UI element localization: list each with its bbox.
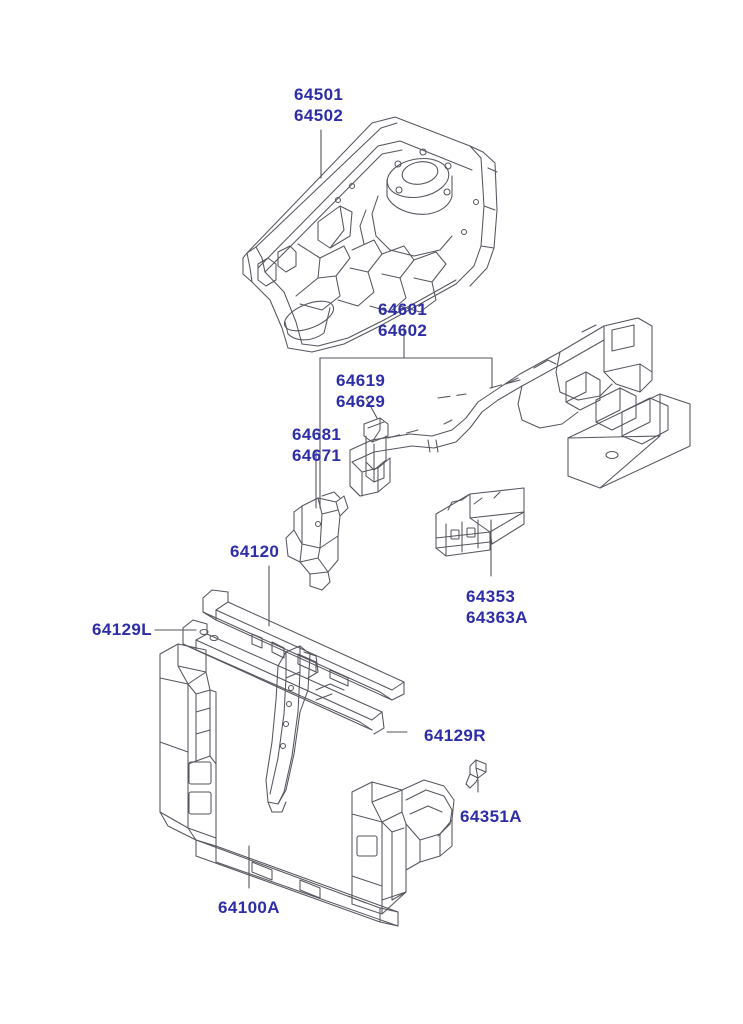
part-number-64601: 64601: [378, 300, 428, 319]
front-side-member-art: [349, 317, 691, 497]
leader-lines: [154, 129, 493, 889]
side-member-mounting-bracket-art: [285, 491, 349, 591]
part-number-64129L: 64129L: [92, 620, 153, 639]
radiator-support-upper-member-art: [182, 589, 405, 813]
part-label-64129R: 64129R: [424, 725, 486, 746]
part-number-64363A: 64363A: [466, 608, 528, 627]
part-number-64353: 64353: [466, 587, 516, 606]
part-label-64681-64671: 64681 64671: [292, 424, 341, 466]
part-label-64129L: 64129L: [92, 619, 152, 640]
fender-apron-panel-art: [242, 116, 498, 353]
part-label-64100A: 64100A: [218, 897, 280, 918]
part-number-64681: 64681: [292, 425, 342, 444]
side-member-clip-art: [363, 417, 389, 483]
part-number-64619: 64619: [336, 371, 386, 390]
part-number-64629: 64629: [336, 392, 386, 411]
part-number-64351A: 64351A: [460, 807, 522, 826]
part-number-64120: 64120: [230, 542, 280, 561]
part-number-64100A: 64100A: [218, 898, 280, 917]
part-label-64353-64363A: 64353 64363A: [466, 586, 528, 628]
part-label-64619-64629: 64619 64629: [336, 370, 385, 412]
part-label-64351A: 64351A: [460, 806, 522, 827]
part-label-64601-64602: 64601 64602: [378, 299, 427, 341]
part-number-64129R: 64129R: [424, 726, 486, 745]
mounting-bolt-art: [465, 759, 487, 789]
part-number-64502: 64502: [294, 106, 344, 125]
part-number-64602: 64602: [378, 321, 428, 340]
part-number-64501: 64501: [294, 85, 344, 104]
part-number-64671: 64671: [292, 446, 342, 465]
part-label-64120: 64120: [230, 541, 279, 562]
part-label-64501-64502: 64501 64502: [294, 84, 343, 126]
radiator-support-assembly-art: [159, 643, 455, 927]
side-member-reinforcement-art: [435, 487, 525, 557]
